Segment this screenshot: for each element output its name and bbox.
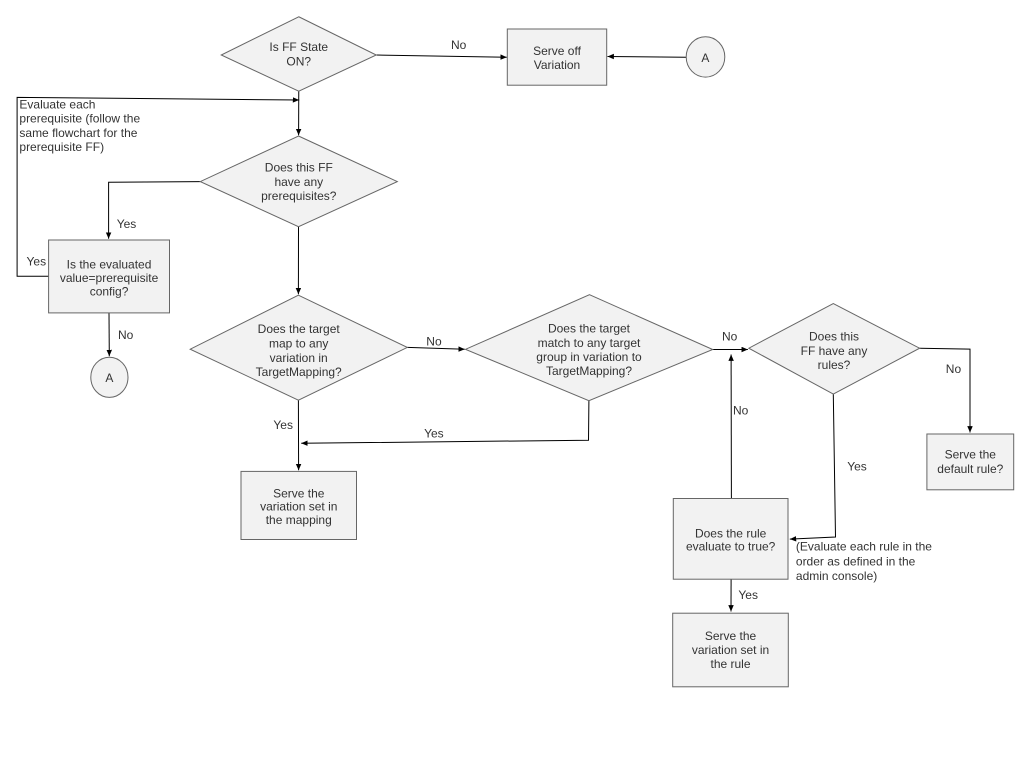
svg-text:FF have any: FF have any: [801, 344, 868, 358]
svg-text:Does the rule: Does the rule: [695, 526, 767, 540]
svg-text:the mapping: the mapping: [266, 513, 332, 527]
svg-text:Yes: Yes: [273, 418, 293, 432]
svg-text:order as defined in the: order as defined in the: [796, 554, 916, 568]
svg-text:Yes: Yes: [847, 459, 867, 473]
svg-text:Serve off: Serve off: [533, 44, 581, 58]
svg-text:Does this FF: Does this FF: [265, 161, 333, 175]
svg-text:match to any target: match to any target: [538, 336, 641, 350]
svg-text:same flowchart for the: same flowchart for the: [19, 126, 137, 140]
svg-text:A: A: [105, 371, 113, 385]
svg-text:variation in: variation in: [270, 351, 328, 365]
svg-text:Does this: Does this: [809, 330, 859, 344]
svg-text:Is FF State: Is FF State: [269, 40, 328, 54]
svg-text:prerequisite FF): prerequisite FF): [19, 140, 104, 154]
svg-text:default rule?: default rule?: [937, 462, 1003, 476]
svg-text:(Evaluate each rule in the: (Evaluate each rule in the: [796, 540, 932, 554]
svg-text:prerequisite (follow the: prerequisite (follow the: [19, 112, 140, 126]
svg-text:Yes: Yes: [738, 588, 758, 602]
svg-text:Yes: Yes: [424, 427, 444, 441]
svg-text:Does the target: Does the target: [548, 322, 631, 336]
svg-text:variation set in: variation set in: [692, 643, 769, 657]
svg-text:group in variation to: group in variation to: [536, 350, 642, 364]
svg-text:No: No: [946, 362, 962, 376]
svg-text:Does the target: Does the target: [258, 322, 341, 336]
svg-text:variation set in: variation set in: [260, 500, 337, 514]
svg-text:prerequisites?: prerequisites?: [261, 189, 337, 203]
svg-text:ON?: ON?: [286, 54, 311, 68]
svg-text:A: A: [701, 51, 709, 65]
svg-text:No: No: [722, 330, 738, 344]
svg-text:Variation: Variation: [534, 58, 580, 72]
svg-text:No: No: [733, 404, 749, 418]
svg-text:evaluate to true?: evaluate to true?: [686, 540, 776, 554]
svg-text:config?: config?: [90, 285, 129, 299]
svg-text:No: No: [451, 38, 467, 52]
svg-text:map to any: map to any: [269, 337, 328, 351]
svg-text:Serve the: Serve the: [705, 629, 757, 643]
svg-text:No: No: [118, 328, 134, 342]
svg-text:Evaluate each: Evaluate each: [19, 98, 95, 112]
svg-text:Serve the: Serve the: [945, 447, 997, 461]
svg-text:Yes: Yes: [117, 217, 137, 231]
svg-text:No: No: [426, 335, 442, 349]
svg-text:Serve the: Serve the: [273, 486, 325, 500]
svg-text:admin console): admin console): [796, 569, 877, 583]
svg-text:Yes: Yes: [27, 254, 47, 268]
svg-text:have any: have any: [274, 175, 323, 189]
svg-text:TargetMapping?: TargetMapping?: [546, 364, 632, 378]
svg-text:TargetMapping?: TargetMapping?: [256, 365, 342, 379]
svg-text:value=prerequisite: value=prerequisite: [60, 271, 159, 285]
svg-text:rules?: rules?: [818, 358, 851, 372]
svg-text:Is the evaluated: Is the evaluated: [67, 258, 152, 272]
svg-text:the rule: the rule: [710, 657, 750, 671]
